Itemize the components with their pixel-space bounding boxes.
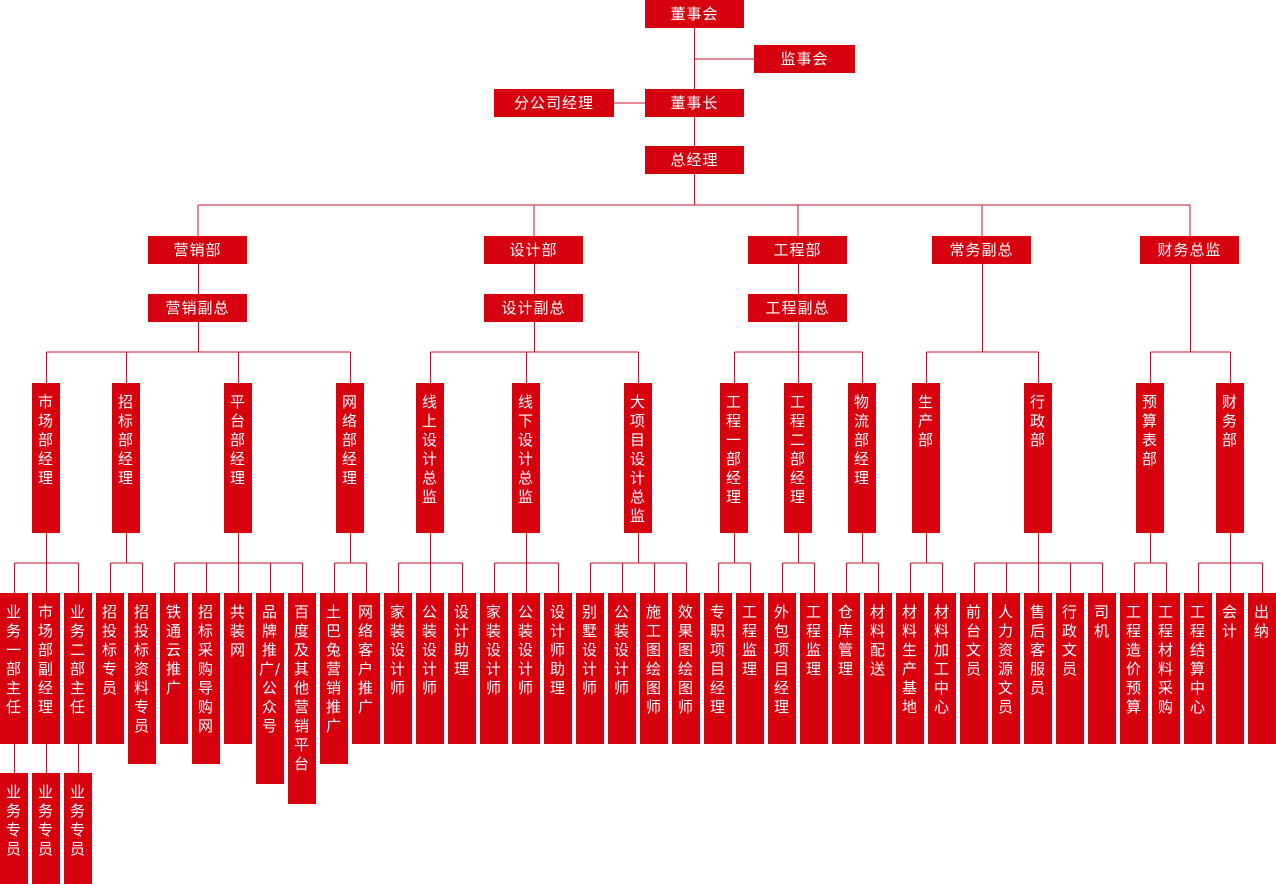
org-box-b14: 公装设计师 — [416, 593, 444, 744]
org-box-l3_8: 工程一部经理 — [720, 383, 748, 533]
org-box-b19: 别墅设计师 — [576, 593, 604, 744]
org-box-b5: 招投标资料专员 — [128, 593, 156, 764]
org-box-b27: 仓库管理 — [832, 593, 860, 744]
org-box-b28: 材料配送 — [864, 593, 892, 744]
org-box-b35: 司机 — [1088, 593, 1116, 744]
org-box-zongjingli: 总经理 — [645, 146, 744, 174]
org-box-b13: 家装设计师 — [384, 593, 412, 744]
org-box-b31: 前台文员 — [960, 593, 988, 744]
org-box-l3_1: 市场部经理 — [32, 383, 60, 533]
org-box-dongshihui: 董事会 — [645, 0, 744, 28]
org-box-b4: 招投标专员 — [96, 593, 124, 744]
org-box-dongshizhang: 董事长 — [645, 89, 744, 117]
org-box-l3_12: 行政部 — [1024, 383, 1052, 533]
org-box-l3_13: 预算表部 — [1136, 383, 1164, 533]
org-box-b29: 材料生产基地 — [896, 593, 924, 744]
org-box-caiwu: 财务总监 — [1140, 236, 1239, 264]
org-box-b2: 市场部副经理 — [32, 593, 60, 744]
org-box-b33: 售后客服员 — [1024, 593, 1052, 744]
org-box-fengongsi: 分公司经理 — [494, 89, 614, 117]
org-box-gongchengfuzong: 工程副总 — [748, 294, 847, 322]
org-box-l3_11: 生产部 — [912, 383, 940, 533]
org-box-l3_3: 平台部经理 — [224, 383, 252, 533]
org-box-b16: 家装设计师 — [480, 593, 508, 744]
org-box-b7: 招标采购导购网 — [192, 593, 220, 764]
org-box-l3_7: 大项目设计总监 — [624, 383, 652, 533]
org-box-yingxiaofuzong: 营销副总 — [148, 294, 247, 322]
org-box-b3: 业务二部主任 — [64, 593, 92, 744]
org-box-b22: 效果图绘图师 — [672, 593, 700, 744]
org-box-c3: 业务专员 — [64, 773, 92, 884]
org-box-b25: 外包项目经理 — [768, 593, 796, 744]
org-box-c2: 业务专员 — [32, 773, 60, 884]
org-box-b20: 公装设计师 — [608, 593, 636, 744]
org-box-c1: 业务专员 — [0, 773, 28, 884]
org-box-b18: 设计师助理 — [544, 593, 572, 744]
org-box-l3_2: 招标部经理 — [112, 383, 140, 533]
org-box-shejibu: 设计部 — [484, 236, 583, 264]
org-box-b40: 出纳 — [1248, 593, 1276, 744]
org-box-b36: 工程造价预算 — [1120, 593, 1148, 744]
org-box-b30: 材料加工中心 — [928, 593, 956, 744]
org-box-b23: 专职项目经理 — [704, 593, 732, 744]
org-box-l3_14: 财务部 — [1216, 383, 1244, 533]
org-box-l3_9: 工程二部经理 — [784, 383, 812, 533]
org-box-b39: 会计 — [1216, 593, 1244, 744]
org-box-jianshihui: 监事会 — [754, 45, 855, 73]
org-box-l3_6: 线下设计总监 — [512, 383, 540, 533]
org-box-l3_4: 网络部经理 — [336, 383, 364, 533]
org-box-yingxiaobu: 营销部 — [148, 236, 247, 264]
org-box-b11: 土巴兔营销推广 — [320, 593, 348, 764]
org-box-b21: 施工图绘图师 — [640, 593, 668, 744]
org-box-b37: 工程材料采购 — [1152, 593, 1180, 744]
org-box-b17: 公装设计师 — [512, 593, 540, 744]
org-box-b38: 工程结算中心 — [1184, 593, 1212, 744]
org-box-b12: 网络客户推广 — [352, 593, 380, 744]
org-box-b1: 业务一部主任 — [0, 593, 28, 744]
org-box-changwu: 常务副总 — [932, 236, 1031, 264]
org-box-b24: 工程监理 — [736, 593, 764, 744]
org-box-b34: 行政文员 — [1056, 593, 1084, 744]
org-box-b9: 品牌推广/公众号 — [256, 593, 284, 784]
org-box-l3_5: 线上设计总监 — [416, 383, 444, 533]
org-box-b15: 设计助理 — [448, 593, 476, 744]
org-box-gongchengbu: 工程部 — [748, 236, 847, 264]
org-box-b10: 百度及其他营销平台 — [288, 593, 316, 804]
org-box-b6: 铁通云推广 — [160, 593, 188, 744]
org-box-b8: 共装网 — [224, 593, 252, 744]
org-box-b26: 工程监理 — [800, 593, 828, 744]
org-box-b32: 人力资源文员 — [992, 593, 1020, 744]
org-box-shejifuzong: 设计副总 — [484, 294, 583, 322]
org-box-l3_10: 物流部经理 — [848, 383, 876, 533]
